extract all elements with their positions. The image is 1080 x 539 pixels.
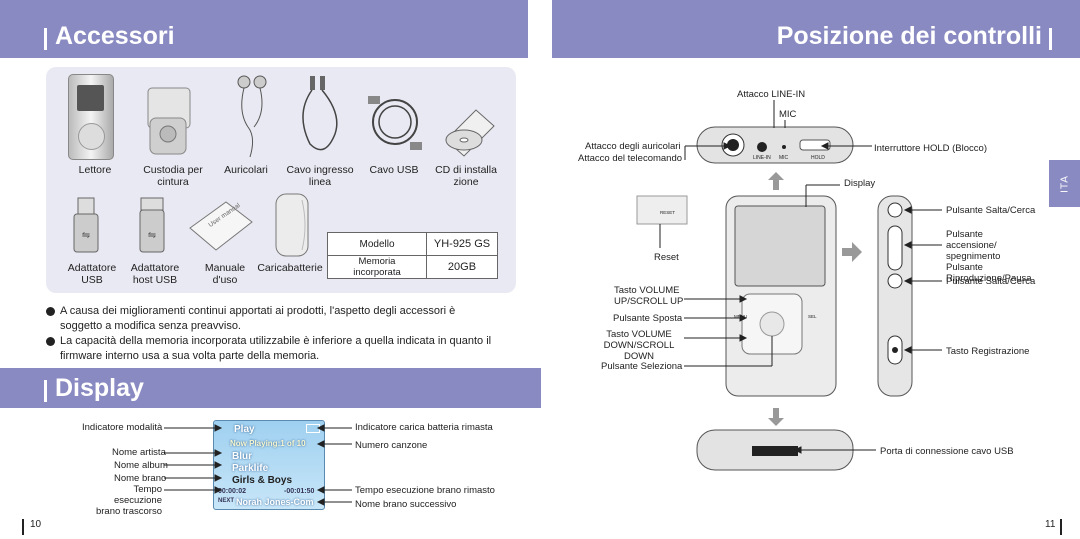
jack-label-hold: HOLD bbox=[811, 155, 825, 161]
screen-artist: Blur bbox=[232, 451, 252, 462]
label-usb-port: Porta di connessione cavo USB bbox=[880, 446, 1014, 457]
manual-image bbox=[189, 201, 253, 251]
label-reset: Reset bbox=[654, 252, 679, 263]
screen-next-label: NEXT bbox=[218, 498, 235, 504]
earphones-image bbox=[237, 75, 267, 158]
note-1: A causa dei miglioramenti continui appor… bbox=[46, 304, 500, 334]
display-label-next: Nome brano successivo bbox=[355, 499, 457, 510]
spec-table: Modello YH-925 GS Memoria incorporata 20… bbox=[327, 232, 498, 279]
acc-label-manuale: Manuale d'uso bbox=[204, 262, 246, 286]
page-left-bar bbox=[22, 519, 24, 535]
jack-label-line-in: LINE-IN bbox=[753, 155, 771, 161]
usb-adapter-image: ⇋ bbox=[73, 197, 99, 253]
usb-cable-image bbox=[368, 96, 422, 150]
label-earphone-jack: Attacco degli auricolari bbox=[585, 141, 681, 152]
spec-row: Memoria incorporata 20GB bbox=[327, 255, 498, 279]
display-label-artist: Nome artista bbox=[112, 447, 166, 458]
line-in-cable-image bbox=[302, 76, 338, 151]
acc-label-adattatore-host: Adattatore host USB bbox=[130, 262, 180, 286]
svg-text:⇋: ⇋ bbox=[82, 230, 90, 241]
usb-host-adapter-image: ⇋ bbox=[139, 197, 165, 253]
right-header-bar: Posizione dei controlli bbox=[552, 0, 1080, 58]
acc-label-cavo-ingresso: Cavo ingresso linea bbox=[286, 164, 354, 188]
acc-label-custodia: Custodia per cintura bbox=[143, 164, 203, 188]
display-label-song: Nome brano bbox=[114, 473, 167, 484]
screen-now-playing: Now Playing:1 of 10 bbox=[230, 439, 306, 448]
label-select: Pulsante Seleziona bbox=[601, 361, 683, 372]
screen-album: Parklife bbox=[232, 463, 269, 474]
acc-label-lettore: Lettore bbox=[78, 164, 112, 176]
svg-text:⇋: ⇋ bbox=[148, 230, 156, 241]
acc-label-auricolari: Auricolari bbox=[224, 164, 268, 176]
screen-song: Girls & Boys bbox=[232, 475, 293, 486]
display-header-bar: Display bbox=[0, 368, 541, 408]
label-power: Pulsante accensione/ spegnimento Pulsant… bbox=[946, 229, 1032, 284]
screen-next-song: Norah Jones-Com bbox=[236, 497, 314, 507]
display-label-album: Nome album bbox=[114, 460, 168, 471]
note-2: La capacità della memoria incorporata ut… bbox=[46, 334, 500, 364]
charger-image bbox=[275, 193, 309, 257]
pad-label-menu: MENU bbox=[734, 314, 748, 319]
page-number-left: 10 bbox=[30, 519, 42, 530]
left-header-bar: Accessori bbox=[0, 0, 528, 58]
pad-label-sel: SEL bbox=[808, 314, 817, 319]
label-record: Tasto Registrazione bbox=[946, 346, 1030, 357]
label-move: Pulsante Sposta bbox=[613, 313, 683, 324]
label-hold: Interruttore HOLD (Blocco) bbox=[874, 143, 987, 154]
language-tab[interactable]: ITA bbox=[1049, 160, 1080, 207]
spec-cell: 20GB bbox=[426, 255, 498, 279]
page-right-bar bbox=[1060, 519, 1062, 535]
player-image bbox=[68, 74, 114, 160]
label-volume-up: Tasto VOLUME UP/SCROLL UP bbox=[614, 285, 684, 307]
display-label-battery: Indicatore carica batteria rimasta bbox=[355, 422, 493, 433]
display-label-number: Numero canzone bbox=[355, 440, 428, 451]
display-header-title: Display bbox=[55, 374, 144, 402]
label-skip-2: Pulsante Salta/Cerca bbox=[946, 276, 1036, 287]
acc-label-cd: CD di installa zione bbox=[435, 164, 497, 188]
right-header-title: Posizione dei controlli bbox=[776, 22, 1042, 50]
left-header-title: Accessori bbox=[55, 22, 175, 50]
spec-cell: Memoria incorporata bbox=[327, 255, 427, 279]
label-skip-1: Pulsante Salta/Cerca bbox=[946, 205, 1036, 216]
belt-case-image bbox=[147, 87, 191, 155]
installation-cd-image bbox=[445, 109, 495, 157]
label-volume-down: Tasto VOLUME DOWN/SCROLL DOWN bbox=[603, 329, 675, 362]
acc-label-caricabatterie: Caricabatterie bbox=[257, 262, 323, 274]
screen-elapsed: 00:00:02 bbox=[218, 488, 247, 495]
display-label-elapsed: Tempo esecuzione brano trascorso bbox=[95, 484, 162, 517]
screen-mode: Play bbox=[234, 424, 255, 435]
display-label-remaining: Tempo esecuzione brano rimasto bbox=[355, 485, 495, 496]
label-mic: MIC bbox=[779, 109, 797, 120]
acc-label-cavo-usb: Cavo USB bbox=[369, 164, 419, 176]
label-line-in: Attacco LINE-IN bbox=[737, 89, 806, 100]
label-remote-jack: Attacco del telecomando bbox=[578, 153, 683, 164]
screen-remaining: -00:01:50 bbox=[284, 488, 315, 495]
jack-label-mic: MIC bbox=[779, 155, 789, 161]
spec-cell: YH-925 GS bbox=[426, 232, 498, 256]
display-screen: Play Now Playing:1 of 10 Blur Parklife G… bbox=[213, 420, 325, 510]
page-number-right: 11 bbox=[1045, 519, 1056, 530]
display-label-mode: Indicatore modalità bbox=[82, 422, 163, 433]
reset-button-label: RESET bbox=[660, 210, 676, 215]
label-display: Display bbox=[844, 178, 876, 189]
acc-label-adattatore-usb: Adattatore USB bbox=[67, 262, 117, 286]
